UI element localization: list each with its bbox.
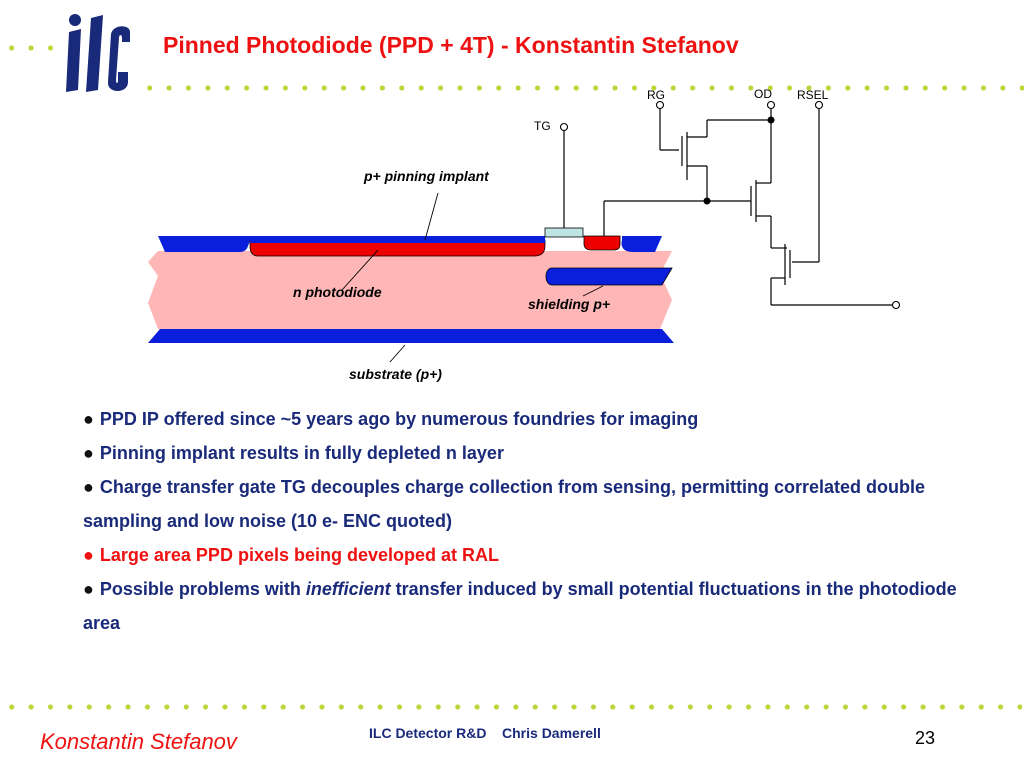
bullet-text: PPD IP offered since ~5 years ago by num… [99,409,699,429]
bullet-text: Possible problems with [99,579,306,599]
bullet-dot-icon: ● [83,409,94,429]
bullet-dot-icon: ● [83,579,94,599]
junction-node-fd [703,197,711,205]
footer-event: ILC Detector R&D Chris Damerell [369,725,601,741]
substrate-p-plus-layer [148,329,674,343]
floating-diffusion [583,235,621,251]
bullet-dot-icon: ● [83,477,94,497]
top-dotted-line [140,84,1024,92]
ilc-logo: ilc [66,14,130,92]
bullet-item: ●Charge transfer gate TG decouples charg… [83,470,973,538]
bullet-text: Large area PPD pixels being developed at… [99,545,499,565]
bullet-list: ●PPD IP offered since ~5 years ago by nu… [83,402,973,640]
footer-author: Konstantin Stefanov [40,729,237,754]
terminal-tg [559,122,569,132]
surface-p-plus-left [158,236,252,252]
label-rsel: RSEL [797,88,829,102]
label-tg: TG [534,119,551,133]
junction-node-od [767,116,775,124]
terminal-rsel [814,100,824,110]
page-number: 23 [915,728,936,748]
bullet-item: ●Possible problems with inefficient tran… [83,572,973,640]
bullet-item: ●Large area PPD pixels being developed a… [83,538,973,572]
label-pinning-implant: p+ pinning implant [363,168,490,184]
surface-p-plus-right [621,236,662,252]
n-photodiode-region [249,239,546,257]
top-left-dotted-line [2,44,60,52]
label-n-photodiode: n photodiode [293,284,382,300]
terminal-rg [655,100,665,110]
bullet-text: Pinning implant results in fully deplete… [99,443,504,463]
bullet-dot-icon: ● [83,545,94,565]
bullet-text-continued: transfer induced by small potential fluc… [83,579,957,633]
transfer-gate [544,227,584,238]
terminal-output [891,300,901,310]
bullet-text: Charge transfer gate TG decouples charge… [83,477,926,531]
terminal-od [766,100,776,110]
p-well-region [148,251,672,329]
bullet-item: ●Pinning implant results in fully deplet… [83,436,973,470]
slide-title: Pinned Photodiode (PPD + 4T) - Konstanti… [163,32,739,58]
bullet-item: ●PPD IP offered since ~5 years ago by nu… [83,402,973,436]
label-rg: RG [647,88,665,102]
bullet-dot-icon: ● [83,443,94,463]
shielding-p-plus-region [545,267,673,286]
label-substrate: substrate (p+) [349,366,442,382]
ppd-diagram: p+ pinning implant n photodiode shieldin… [148,87,901,382]
label-shielding: shielding p+ [528,296,610,312]
bottom-dotted-line [2,703,1022,711]
bullet-emphasis: inefficient [305,579,391,599]
p-plus-pinning-implant [250,236,545,243]
label-od: OD [754,87,772,101]
